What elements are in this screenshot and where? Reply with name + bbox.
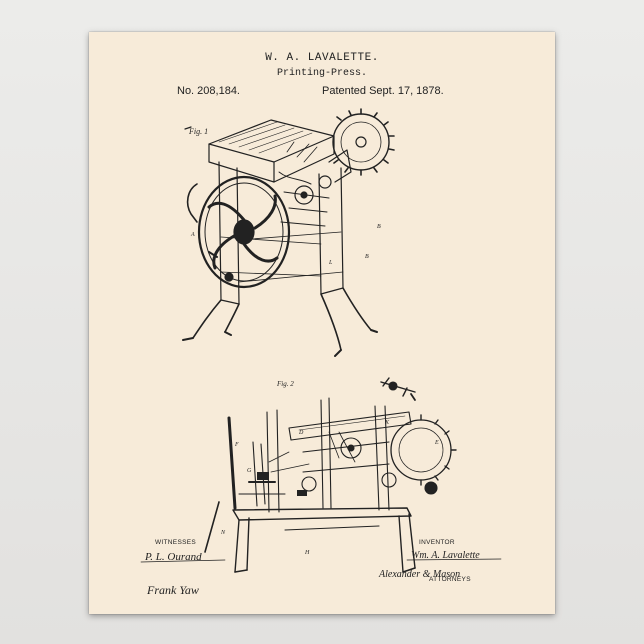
patent-poster: W. A. LAVALETTE. Printing-Press. No. 208…: [89, 32, 555, 614]
inventor-label: INVENTOR: [419, 539, 455, 546]
signatures: P. L. Ourand Frank Yaw Wm. A. Lavalette …: [141, 550, 501, 597]
witnesses-label: WITNESSES: [155, 539, 196, 546]
svg-text:B: B: [365, 254, 369, 260]
figure-1-label: Fig. 1: [188, 127, 208, 136]
svg-text:D: D: [298, 430, 304, 436]
svg-text:L: L: [328, 260, 333, 266]
attorneys-label: ATTORNEYS: [429, 576, 471, 583]
figure-1-press: Fig. 1: [183, 109, 394, 356]
svg-text:N: N: [220, 530, 226, 536]
svg-text:G: G: [247, 468, 252, 474]
figure-2-label: Fig. 2: [276, 380, 294, 388]
svg-text:H: H: [304, 550, 310, 556]
svg-text:E: E: [434, 440, 439, 446]
witness-2-signature: Frank Yaw: [146, 583, 199, 597]
svg-text:A: A: [190, 232, 195, 238]
svg-text:K: K: [384, 420, 390, 426]
svg-text:F: F: [234, 442, 239, 448]
patent-drawing: Fig. 1: [89, 32, 555, 614]
svg-text:B: B: [377, 224, 381, 230]
